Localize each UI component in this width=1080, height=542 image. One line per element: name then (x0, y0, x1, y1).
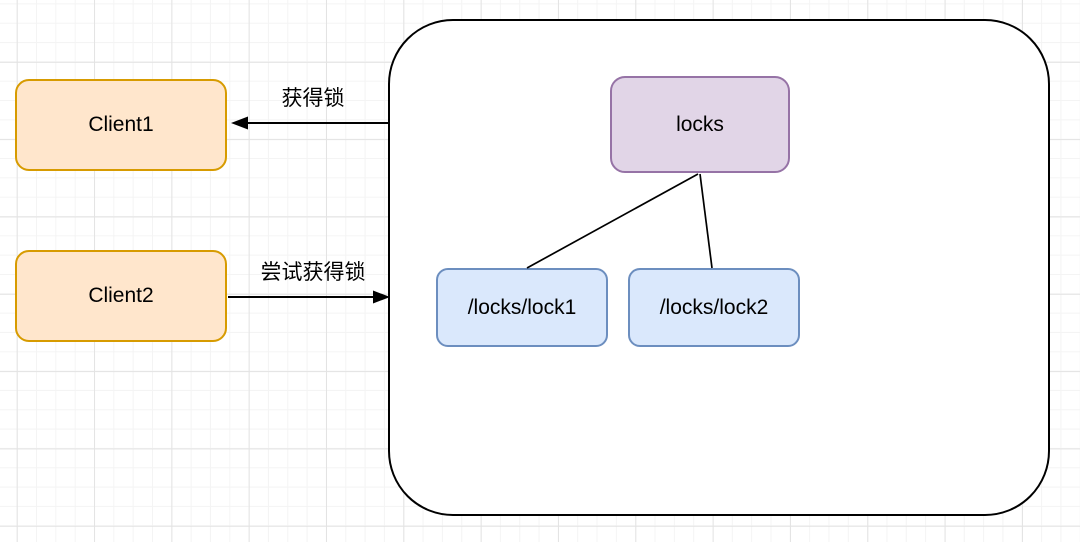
edge-label-acquire: 获得锁 (281, 87, 345, 110)
node-client1: Client1 (15, 79, 227, 171)
edge-label-try-acquire: 尝试获得锁 (260, 261, 366, 284)
edge-acquire-arrow (231, 116, 388, 130)
node-locks: locks (610, 76, 790, 173)
node-client2: Client2 (15, 250, 227, 342)
node-lock2: /locks/lock2 (628, 268, 800, 347)
node-lock1: /locks/lock1 (436, 268, 608, 347)
edge-try-acquire-arrow (228, 290, 390, 304)
arrowhead-left-icon (231, 116, 248, 130)
